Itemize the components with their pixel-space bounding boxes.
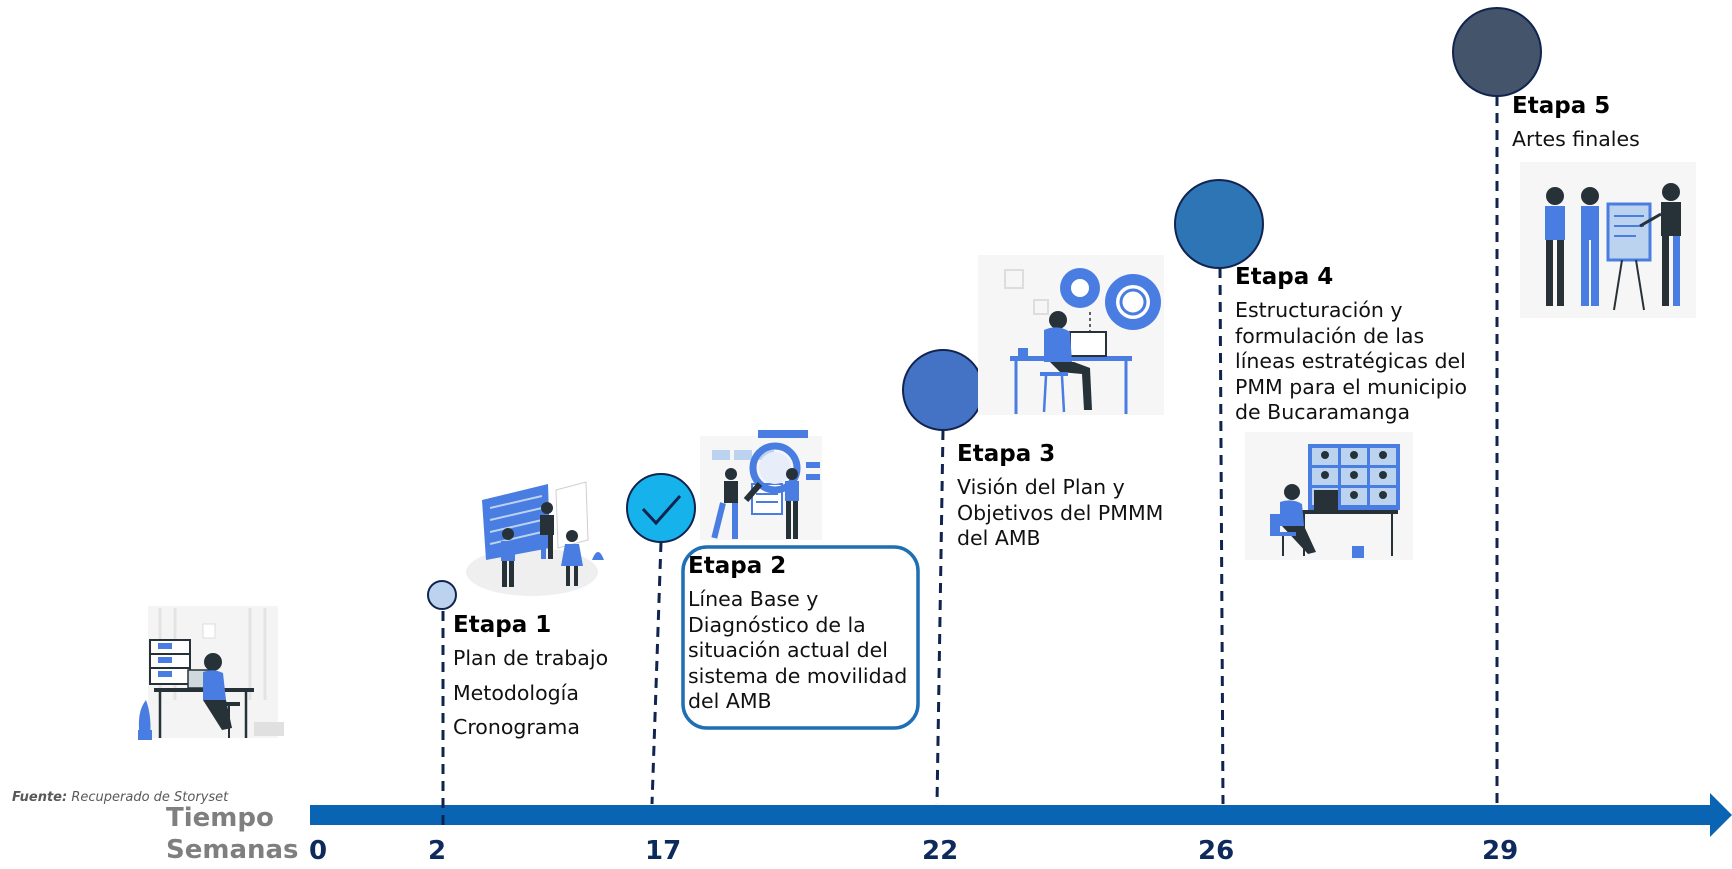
office-desk-illustration	[138, 606, 284, 740]
connector-stage2	[650, 541, 663, 805]
source-note: Fuente: Recuperado de Storyset	[12, 790, 228, 805]
stage5-line: Artes finales	[1512, 127, 1640, 151]
axis-label-weeks: Semanas	[166, 835, 299, 865]
checkmark-icon	[641, 495, 682, 526]
stage2-line: situación actual del	[688, 638, 888, 662]
stage5-title: Etapa 5	[1512, 93, 1611, 119]
stage4-line: Estructuración y	[1235, 298, 1403, 322]
source-prefix: Fuente:	[12, 790, 68, 805]
stage1-line: Cronograma	[453, 715, 580, 739]
stage1-title: Etapa 1	[453, 612, 552, 638]
gears-workstation-illustration	[978, 255, 1164, 415]
presentation-illustration	[1520, 162, 1696, 318]
week-label: 2	[428, 836, 447, 866]
axis-label-time: Tiempo	[166, 803, 274, 833]
search-analysis-illustration	[700, 430, 822, 540]
week-label: 0	[309, 836, 328, 866]
stage1-node	[427, 580, 457, 610]
stage3-line: Objetivos del PMMM	[957, 500, 1164, 525]
week-label: 22	[922, 836, 959, 866]
stage2-text: Etapa 2 Línea Base y Diagnóstico de la s…	[688, 553, 907, 715]
stage3-line: del AMB	[957, 526, 1041, 550]
stage1-line: Plan de trabajo	[453, 646, 609, 670]
stage4-line: líneas estratégicas del	[1235, 349, 1466, 373]
stage4-line: formulación de las	[1235, 323, 1425, 348]
stage2-line: sistema de movilidad	[688, 663, 908, 688]
video-meeting-illustration	[1245, 432, 1413, 560]
stage4-line: de Bucaramanga	[1235, 400, 1411, 424]
stage3-text: Etapa 3 Visión del Plan y Objetivos del …	[957, 441, 1163, 552]
stage4-node	[1174, 179, 1264, 269]
planning-board-illustration	[466, 481, 604, 596]
stage2-line: Línea Base y	[688, 587, 819, 611]
stage1-text: Etapa 1 Plan de trabajo Metodología Cron…	[453, 612, 608, 741]
connector-stage3	[935, 429, 945, 805]
stage3-node	[902, 349, 984, 431]
week-label: 29	[1482, 836, 1519, 866]
stage2-line: Diagnóstico de la	[688, 612, 866, 637]
stage2-title: Etapa 2	[688, 553, 787, 579]
stage2-line: del AMB	[688, 689, 772, 713]
stage3-line: Visión del Plan y	[957, 475, 1125, 499]
connector-stage4	[1218, 267, 1225, 805]
stage4-line: PMM para el municipio	[1235, 374, 1468, 399]
week-label: 17	[645, 836, 682, 866]
stage2-node	[626, 473, 696, 543]
timeline-arrow	[310, 793, 1732, 837]
stage4-title: Etapa 4	[1235, 264, 1334, 290]
stage5-text: Etapa 5 Artes finales	[1512, 93, 1640, 153]
stage2-highlight-box	[681, 545, 920, 730]
stage1-line: Metodología	[453, 680, 579, 705]
stage5-node	[1452, 7, 1542, 97]
source-text: Recuperado de Storyset	[71, 790, 229, 805]
stage3-title: Etapa 3	[957, 441, 1056, 467]
stage4-text: Etapa 4 Estructuración y formulación de …	[1235, 264, 1467, 426]
week-label: 26	[1198, 836, 1235, 866]
